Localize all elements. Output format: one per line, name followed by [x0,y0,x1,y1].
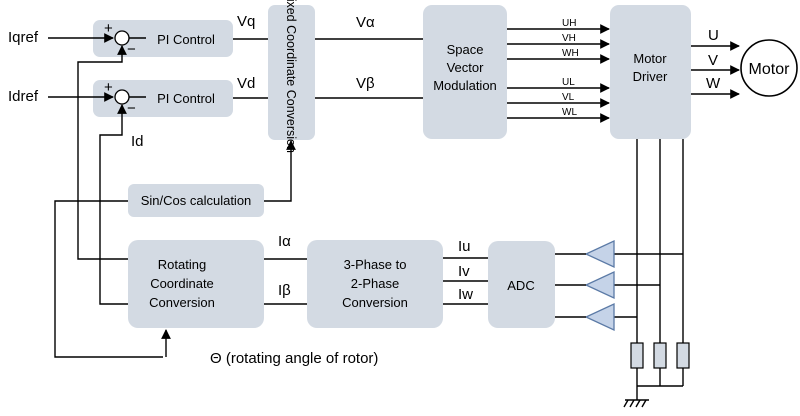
id-label: Id [131,133,144,150]
pi-control-q-label: PI Control [157,32,215,47]
phase-label-line-2: 2-Phase [351,276,399,291]
pwm-vh-label: VH [562,33,576,44]
output-u-label: U [708,27,719,44]
fixed-coordinate-conversion-block [268,5,315,140]
ground-icon [623,399,649,408]
pwm-ul-label: UL [562,77,575,88]
sincos-to-fixed-wire [264,140,296,202]
amplifier-3 [584,302,615,332]
sin-cos-calculation-block [128,184,264,217]
iqref-label: Iqref [8,29,39,46]
vq-label: Vq [237,13,255,30]
amplifier-2 [584,270,615,300]
sin-cos-label: Sin/Cos calculation [141,193,252,208]
amplifier-1 [584,239,615,269]
svm-label-line-3: Modulation [433,78,497,93]
ibeta-label: Iβ [278,282,291,299]
theta-label: Θ (rotating angle of rotor) [210,350,378,367]
idref-label: Idref [8,88,39,105]
minus-sign-q: − [127,41,136,58]
pwm-wh-label: WH [562,48,579,59]
motor-driver-label-line-2: Driver [633,69,668,84]
theta-wire [54,200,163,358]
adc-label: ADC [507,278,534,293]
iq-feedback-wire [77,45,128,260]
three-phase-to-two-phase-block [307,240,443,328]
ialpha-label: Iα [278,233,291,250]
output-v-label: V [708,52,718,69]
rotating-coordinate-conversion-block [128,240,264,328]
pi-control-q-block [93,20,233,57]
pwm-vl-label: VL [562,92,575,103]
pwm-uh-label: UH [562,18,576,29]
phase-label-line-3: Conversion [342,295,408,310]
plus-sign-q: + [104,20,113,37]
motor-circle [740,39,798,97]
plus-sign-d: + [104,79,113,96]
motor-label: Motor [749,61,791,78]
pi-control-d-label: PI Control [157,91,215,106]
motor-driver-label-line-1: Motor [633,51,667,66]
shunt-resistor-3 [676,342,690,369]
output-w-label: W [706,75,721,92]
rotating-label-line-3: Conversion [149,295,215,310]
svm-label-line-2: Vector [447,60,485,75]
rotating-label-line-2: Coordinate [150,276,214,291]
pwm-wl-label: WL [562,107,577,118]
motor-driver-block [610,5,691,139]
vbeta-label: Vβ [356,75,375,92]
vd-label: Vd [237,75,255,92]
svm-label-line-1: Space [447,42,484,57]
minus-sign-d: − [127,100,136,117]
iu-label: Iu [458,238,471,255]
id-feedback-wire [99,104,128,305]
iv-label: Iv [458,263,470,280]
iw-label: Iw [458,286,473,303]
shunt-resistor-1 [630,342,644,369]
phase-label-line-1: 3-Phase to [344,257,407,272]
shunt-resistor-2 [653,342,667,369]
pi-control-d-block [93,80,233,117]
fixed-coordinate-conversion-label: Fixed Coordinate Conversion [284,0,298,153]
adc-block [488,241,555,328]
space-vector-modulation-block [423,5,507,139]
rotating-label-line-1: Rotating [158,257,206,272]
valpha-label: Vα [356,14,375,31]
